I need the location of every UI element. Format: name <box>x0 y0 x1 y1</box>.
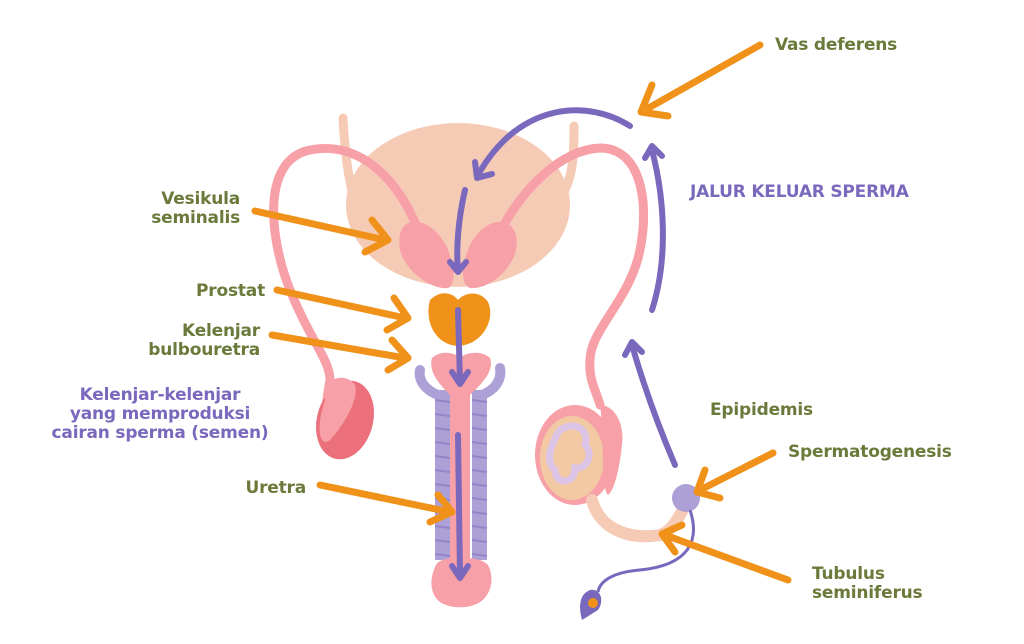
label-vesikula-line-1: Vesikula <box>161 189 240 209</box>
corpus-rib <box>471 525 488 529</box>
sperm-path-vas-up <box>649 147 666 313</box>
corpus-rib <box>471 399 488 403</box>
sperm-path <box>447 107 678 581</box>
label-kelenjar-semen-line-3: cairan sperma (semen) <box>51 423 269 443</box>
label-prostat: Prostat <box>196 281 265 301</box>
right-ureter <box>560 121 579 195</box>
arrow-bulbouretra-head <box>384 336 412 374</box>
label-vesikula-line-2: seminalis <box>151 208 240 228</box>
corpus-rib <box>471 553 488 557</box>
label-kelenjar-semen-line-2: yang memproduksi <box>69 404 251 424</box>
label-kelenjar-semen: Kelenjar-kelenjar yang memproduksi caira… <box>20 386 300 443</box>
label-tubulus-line-1: Tubulus <box>812 564 885 584</box>
left-epididymis <box>319 377 356 442</box>
sperm-path-arrowhead-2 <box>642 143 665 161</box>
arrow-prostat <box>273 286 409 322</box>
arrow-tubulus-head <box>658 521 686 556</box>
label-kelenjar-bulbouretra: Kelenjar bulbouretra <box>110 322 260 360</box>
label-spermatogenesis: Spermatogenesis <box>788 442 952 462</box>
label-tubulus-line-2: seminiferus <box>812 583 923 603</box>
corpus-rib <box>471 539 488 543</box>
sperm-nucleus <box>588 598 598 608</box>
sperm-path-arrowhead-6 <box>449 563 471 581</box>
corpus-rib <box>434 483 451 487</box>
left-ureter <box>338 113 367 235</box>
label-vesikula-seminalis: Vesikula seminalis <box>120 190 240 228</box>
corpus-rib <box>434 469 451 473</box>
corpus-rib <box>471 483 488 487</box>
arrow-vesikula <box>251 207 389 244</box>
label-vas-deferens: Vas deferens <box>775 35 898 55</box>
corpus-rib <box>434 455 451 459</box>
corpus-rib <box>434 427 451 431</box>
label-uretra: Uretra <box>245 478 307 498</box>
label-epipidemis: Epipidemis <box>710 400 813 420</box>
arrow-prostat-head <box>383 294 412 334</box>
sperm-tail <box>596 509 695 593</box>
sperm-path-arrowhead-4 <box>447 259 469 275</box>
seminiferous-tubules <box>546 422 593 485</box>
left-bulbourethral-arm <box>414 365 443 400</box>
label-kelenjar-semen-line-1: Kelenjar-kelenjar <box>79 385 241 405</box>
sperm-path-down-2 <box>455 307 463 385</box>
label-bulbouretra-line-1: Kelenjar <box>182 321 260 341</box>
arrow-vas-deferens <box>641 41 764 114</box>
left-seminal-vesicle <box>399 221 454 289</box>
label-bulbouretra-line-2: bulbouretra <box>148 340 260 360</box>
right-epididymis <box>600 405 623 495</box>
corpus-rib <box>434 413 451 417</box>
right-seminal-vesicle <box>462 221 517 289</box>
arrow-vesikula-head <box>361 216 392 256</box>
arrow-spermatogenesis <box>696 449 777 494</box>
corpus-rib <box>471 427 488 431</box>
corpus-right <box>472 390 487 560</box>
corpus-rib <box>434 525 451 529</box>
corpus-rib <box>471 413 488 417</box>
label-tubulus-seminiferus: Tubulus seminiferus <box>812 564 923 603</box>
corpus-rib <box>434 399 451 403</box>
corpus-rib <box>434 539 451 543</box>
corpus-rib <box>471 497 488 501</box>
corpus-rib <box>434 553 451 557</box>
right-vas-deferens-tube <box>491 143 649 410</box>
corpus-rib <box>434 441 451 445</box>
corpus-rib <box>471 441 488 445</box>
arrow-vas-deferens-head <box>637 81 672 120</box>
sperm-path-epididymis-up <box>629 342 678 468</box>
arrow-tubulus <box>661 531 792 584</box>
arrow-uretra <box>316 481 454 516</box>
corpus-rib <box>471 511 488 515</box>
sperm-path-arrowhead-1 <box>622 339 645 358</box>
label-jalur-keluar-sperma: JALUR KELUAR SPERMA <box>690 182 909 202</box>
glans <box>431 557 492 608</box>
sperm-path-over-bladder <box>475 107 633 178</box>
corpus-rib <box>471 469 488 473</box>
arrow-bulbouretra <box>268 331 409 362</box>
sperm-path-down-3 <box>455 432 463 578</box>
sperm-path-arrowhead-5 <box>449 369 471 387</box>
spermatogenesis-cell <box>672 484 700 512</box>
sperm-path-arrowhead-3 <box>472 159 495 181</box>
sperm-path-down-1 <box>454 187 468 273</box>
arrow-spermatogenesis-head <box>693 466 724 502</box>
corpus-rib <box>471 455 488 459</box>
arrow-uretra-head <box>426 491 456 526</box>
